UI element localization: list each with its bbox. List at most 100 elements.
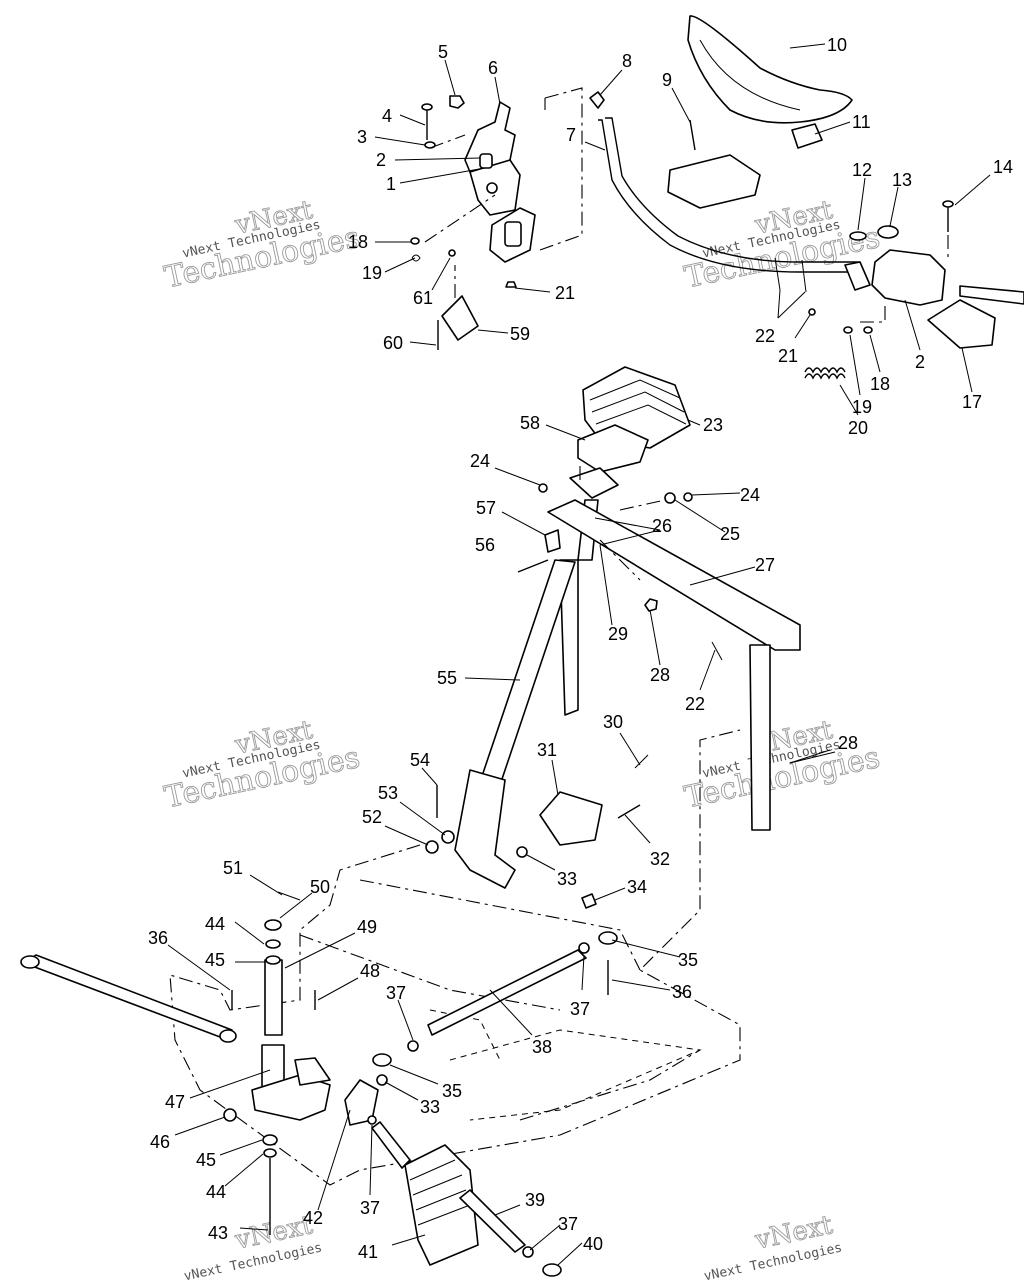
- callout: 37: [558, 1214, 578, 1234]
- boot-part: [404, 1144, 479, 1266]
- callout: 37: [386, 983, 406, 1003]
- callout: 49: [357, 917, 377, 937]
- washer-part: [265, 955, 281, 965]
- callout: 20: [848, 418, 868, 438]
- seat-part: [687, 15, 853, 124]
- boot-part: [409, 1159, 456, 1181]
- screw-part: [808, 308, 816, 316]
- callout: 2: [915, 352, 925, 372]
- rod-end-part: [598, 931, 618, 945]
- chassis-line: [359, 879, 641, 971]
- spring-part: [804, 373, 846, 380]
- clip-part: [843, 326, 853, 334]
- callout: 19: [852, 397, 872, 417]
- bolt-part: [789, 749, 831, 764]
- bolt-part: [581, 893, 597, 909]
- assembly-line: [619, 499, 666, 511]
- nut-part: [376, 1074, 388, 1086]
- callout: 26: [652, 516, 672, 536]
- clip-part: [544, 529, 561, 553]
- callout: 57: [476, 498, 496, 518]
- boot-part: [591, 391, 685, 413]
- washer-part: [263, 1148, 277, 1158]
- callout: 47: [165, 1092, 185, 1112]
- callout: 21: [778, 346, 798, 366]
- callout: 41: [358, 1242, 378, 1262]
- bolt-head-part: [942, 200, 954, 208]
- assembly-line: [539, 87, 583, 251]
- callout: 33: [557, 869, 577, 889]
- bolt-part: [617, 804, 641, 819]
- callout: 10: [827, 35, 847, 55]
- nut-part: [425, 840, 439, 854]
- callout: 36: [672, 982, 692, 1002]
- callout: 1: [386, 174, 396, 194]
- clamp-part: [844, 261, 871, 291]
- bracket-assembly: [410, 87, 583, 350]
- spring-part: [804, 367, 846, 374]
- callout: 22: [685, 694, 705, 714]
- nut-part: [449, 95, 465, 109]
- clip-part: [411, 254, 421, 262]
- nut-part: [407, 1040, 419, 1052]
- washer-part: [664, 492, 676, 504]
- callout: 39: [525, 1190, 545, 1210]
- callout: 52: [362, 807, 382, 827]
- callout: 17: [962, 392, 982, 412]
- rod-end-part: [372, 1053, 392, 1067]
- callout: 7: [566, 125, 576, 145]
- spindle-part: [264, 959, 283, 1036]
- callout-labels: 5 6 4 3 2 1 18 19 61 21 60 59 8 7 9 10 1…: [148, 35, 1013, 1262]
- screw-part: [505, 281, 517, 288]
- callout: 2: [376, 150, 386, 170]
- seat-part: [699, 39, 801, 111]
- clip-part: [863, 326, 873, 334]
- callout: 40: [583, 1234, 603, 1254]
- housing-part: [871, 249, 946, 306]
- chassis-line: [169, 729, 741, 1186]
- washer-part: [265, 939, 281, 949]
- boot-part: [595, 404, 687, 425]
- chassis-line: [299, 934, 561, 1011]
- nut-part: [644, 598, 658, 612]
- hole-part: [486, 182, 498, 194]
- callout: 56: [475, 535, 495, 555]
- nut-part: [223, 1108, 237, 1122]
- callout: 4: [382, 106, 392, 126]
- tie-part: [711, 641, 723, 661]
- frame-leg-part: [559, 559, 579, 716]
- nut-part: [367, 1115, 377, 1125]
- callout: 5: [438, 42, 448, 62]
- callout: 34: [627, 877, 647, 897]
- callout: 31: [537, 740, 557, 760]
- mount-core-part: [504, 221, 522, 247]
- callout: 28: [838, 733, 858, 753]
- steering-column: [425, 366, 831, 909]
- callout: 9: [662, 70, 672, 90]
- nut-part: [538, 483, 548, 493]
- callout: 46: [150, 1132, 170, 1152]
- callout: 19: [362, 263, 382, 283]
- callout: 54: [410, 750, 430, 770]
- callout: 30: [603, 712, 623, 732]
- callout: 44: [206, 1182, 226, 1202]
- callout: 50: [310, 877, 330, 897]
- chassis-line: [449, 1029, 702, 1121]
- bracket-part: [539, 791, 603, 846]
- nut-part: [683, 492, 693, 502]
- screw-part: [689, 119, 696, 151]
- callout: 11: [852, 112, 871, 132]
- callout: 32: [650, 849, 670, 869]
- callout: 29: [608, 624, 628, 644]
- callout: 60: [383, 333, 403, 353]
- callout: 37: [570, 999, 590, 1019]
- clip-part: [410, 237, 420, 245]
- callout: 18: [348, 232, 368, 252]
- callout: 18: [870, 374, 890, 394]
- nut-part: [516, 846, 528, 858]
- callout: 38: [532, 1037, 552, 1057]
- tie-rod-part: [427, 949, 587, 1036]
- watermark: vNext Technologies vNext Technologies vN…: [161, 195, 883, 1280]
- bracket-part: [577, 424, 649, 473]
